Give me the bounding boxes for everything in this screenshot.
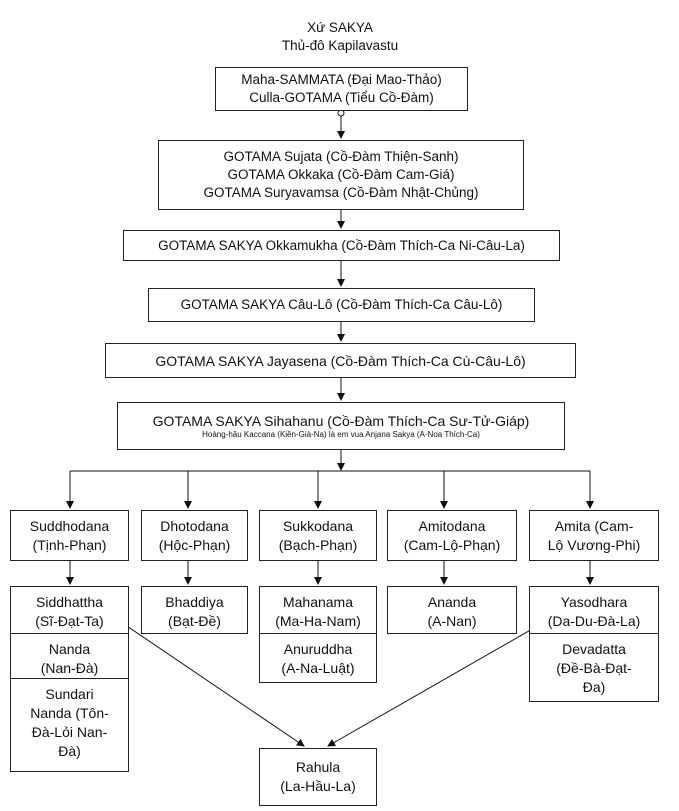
son-name: Amitodana — [418, 518, 486, 534]
child-box-siddhattha: Siddhattha (Sĩ-Đạt-Ta) — [10, 586, 129, 634]
son-box-suddhodana: Suddhodana (Tịnh-Phạn) — [10, 510, 129, 561]
child-box-ananda: Ananda (A-Nan) — [387, 586, 517, 634]
lineage-line: GOTAMA SAKYA Câu-Lô (Cồ-Đàm Thích-Ca Câu… — [180, 297, 503, 312]
child-box-mahanama: Mahanama (Ma-Ha-Nam) — [259, 586, 377, 634]
child-alias: (Bạt-Đề) — [168, 613, 221, 629]
lineage-box-okkamukha: GOTAMA SAKYA Okkamukha (Cồ-Đàm Thích-Ca … — [123, 230, 560, 261]
lineage-line: GOTAMA Suryavamsa (Cồ-Đàm Nhật-Chủng) — [203, 185, 479, 200]
lineage-box-jayasena: GOTAMA SAKYA Jayasena (Cồ-Đàm Thích-Ca C… — [105, 343, 576, 378]
child-alias: Nanda (Tôn- — [30, 705, 109, 721]
lineage-line: GOTAMA SAKYA Jayasena (Cồ-Đàm Thích-Ca C… — [155, 352, 526, 369]
child-name: Devadatta — [562, 641, 626, 657]
rahula-box: Rahula (La-Hầu-La) — [259, 748, 377, 806]
son-alias: (Bạch-Phạn) — [278, 537, 358, 553]
child-alias: (A-Na-Luật) — [281, 660, 355, 676]
son-alias: (Hộc-Phạn) — [158, 537, 231, 553]
son-name: Amita (Cam- — [554, 518, 634, 534]
child-alias: Đà-Lỏi Nan- — [31, 724, 108, 740]
son-alias: Lộ Vương-Phi) — [547, 537, 641, 553]
child-alias: Đà) — [58, 743, 81, 759]
child-box-anuruddha: Anuruddha (A-Na-Luật) — [259, 633, 377, 683]
son-alias: (Cam-Lộ-Phạn) — [403, 537, 501, 553]
lineage-line: Maha-SAMMATA (Đại Mao-Thảo) — [241, 72, 442, 87]
region-title: Xứ SAKYA — [307, 20, 373, 35]
son-name: Sukkodana — [282, 518, 354, 534]
son-name: Dhotodana — [160, 518, 229, 534]
child-alias: (A-Nan) — [427, 613, 477, 629]
child-alias: (Sĩ-Đạt-Ta) — [35, 613, 104, 629]
son-box-amitodana: Amitodana (Cam-Lộ-Phạn) — [387, 510, 517, 561]
child-box-sundari-nanda: Sundari Nanda (Tôn- Đà-Lỏi Nan- Đà) — [10, 678, 129, 772]
child-alias: Đa) — [582, 679, 606, 695]
child-name: Yasodhara — [560, 594, 628, 610]
sihahanu-name: GOTAMA SAKYA Sihahanu (Cồ-Đàm Thích-Ca S… — [152, 413, 530, 429]
lineage-line: GOTAMA SAKYA Okkamukha (Cồ-Đàm Thích-Ca … — [158, 237, 525, 253]
lineage-box-sujata: GOTAMA Sujata (Cồ-Đàm Thiện-Sanh) GOTAMA… — [158, 140, 524, 210]
child-box-devadatta: Devadatta (Đề-Bà-Đạt- Đa) — [529, 633, 659, 702]
lineage-box-sihahanu: GOTAMA SAKYA Sihahanu (Cồ-Đàm Thích-Ca S… — [117, 402, 565, 450]
child-box-bhaddiya: Bhaddiya (Bạt-Đề) — [141, 586, 248, 634]
child-name: Nanda — [48, 641, 91, 657]
lineage-line: Culla-GOTAMA (Tiểu Cồ-Đàm) — [249, 90, 434, 105]
child-name: Ananda — [427, 594, 477, 610]
capital-subtitle: Thủ-đô Kapilavastu — [281, 38, 399, 53]
lineage-line: GOTAMA Sujata (Cồ-Đàm Thiện-Sanh) — [223, 149, 459, 164]
child-box-yasodhara: Yasodhara (Da-Du-Đà-La) — [529, 586, 659, 634]
son-box-sukkodana: Sukkodana (Bạch-Phạn) — [259, 510, 377, 561]
son-alias: (Tịnh-Phạn) — [32, 537, 107, 553]
son-name: Suddhodana — [29, 518, 110, 534]
sihahanu-note: Hoàng-hậu Kaccana (Kiền-Già-Na) là em vu… — [202, 430, 480, 439]
son-box-dhotodana: Dhotodana (Hộc-Phạn) — [141, 510, 248, 561]
child-name: Mahanama — [282, 594, 354, 610]
child-alias: (Da-Du-Đà-La) — [547, 613, 641, 629]
child-alias: (Ma-Ha-Nam) — [275, 613, 361, 629]
lineage-box-mahasammata: Maha-SAMMATA (Đại Mao-Thảo) Culla-GOTAMA… — [215, 67, 468, 111]
lineage-box-caulo: GOTAMA SAKYA Câu-Lô (Cồ-Đàm Thích-Ca Câu… — [148, 288, 535, 322]
son-box-amita: Amita (Cam- Lộ Vương-Phi) — [529, 510, 659, 561]
rahula-name: Rahula — [295, 759, 341, 775]
child-alias: (Nan-Đà) — [40, 660, 99, 676]
child-name: Bhaddiya — [165, 594, 224, 610]
child-name: Sundari — [45, 686, 94, 702]
child-name: Siddhattha — [36, 594, 103, 610]
rahula-alias: (La-Hầu-La) — [280, 778, 356, 794]
child-alias: (Đề-Bà-Đạt- — [556, 660, 632, 676]
child-box-nanda: Nanda (Nan-Đà) — [10, 633, 129, 679]
lineage-line: GOTAMA Okkaka (Cồ-Đàm Cam-Giá) — [227, 167, 455, 182]
child-name: Anuruddha — [283, 641, 353, 657]
